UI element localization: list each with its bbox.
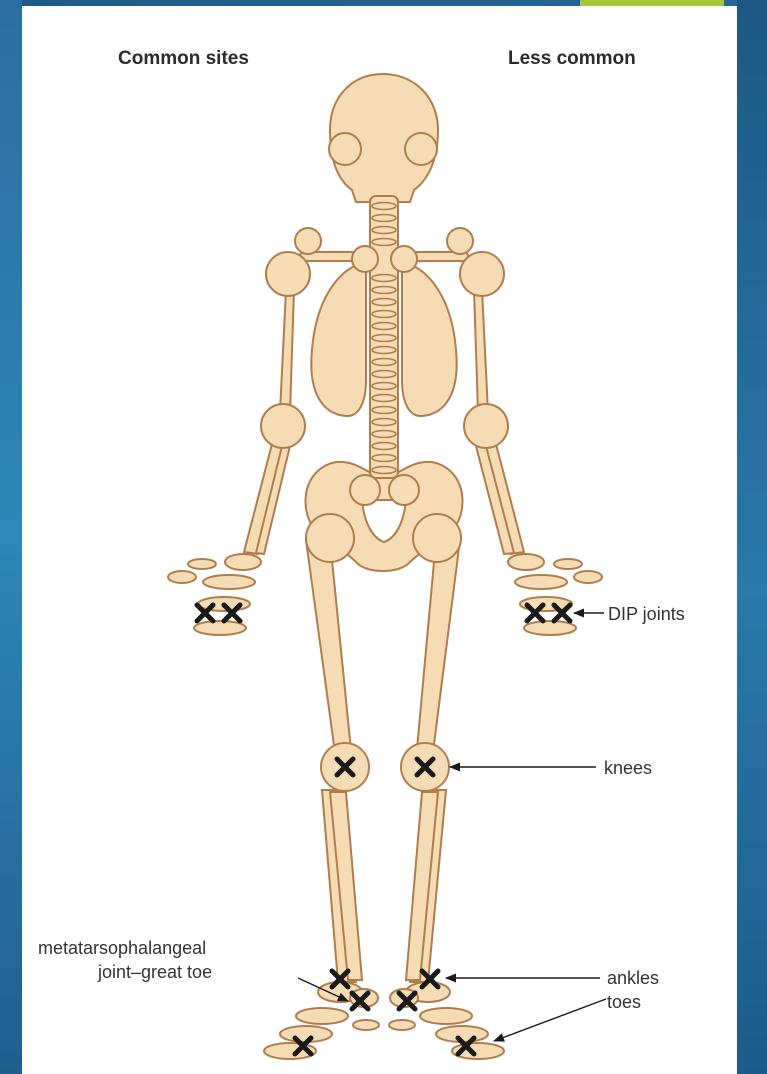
right-hand-bone <box>508 554 544 570</box>
right-elbow <box>464 404 508 448</box>
heading-common-sites: Common sites <box>118 48 249 70</box>
left-shoulder <box>266 252 310 296</box>
right-shoulder-tip <box>447 228 473 254</box>
left-sacroiliac <box>350 475 380 505</box>
left-femur <box>306 540 352 760</box>
left-hand-bone <box>225 554 261 570</box>
left-hand-bone <box>194 621 246 635</box>
left-hip <box>306 514 354 562</box>
left-humerus <box>280 290 294 412</box>
left-hand-bone <box>188 559 216 569</box>
left-lung <box>311 262 366 416</box>
right-hand-bone <box>554 559 582 569</box>
joint-markers <box>197 605 570 1054</box>
left-shoulder-tip <box>295 228 321 254</box>
left-ear <box>329 133 361 165</box>
label-dip-joints: DIP joints <box>608 603 685 625</box>
label-mtp-line2: joint–great toe <box>98 961 212 983</box>
right-hand-bone <box>524 621 576 635</box>
heading-less-common: Less common <box>508 48 636 70</box>
left-elbow <box>261 404 305 448</box>
left-hand-bone <box>203 575 255 589</box>
toes-arrow <box>494 999 606 1041</box>
right-sternoclavicular <box>391 246 417 272</box>
left-foot-bone <box>353 1020 379 1030</box>
left-sternoclavicular <box>352 246 378 272</box>
left-hand-bone <box>168 571 196 583</box>
right-lung <box>402 262 457 416</box>
left-foot-bone <box>296 1008 348 1024</box>
right-shoulder <box>460 252 504 296</box>
right-hand-bone <box>574 571 602 583</box>
right-hand-bone <box>515 575 567 589</box>
label-knees: knees <box>604 757 652 779</box>
label-toes: toes <box>607 991 641 1013</box>
right-foot-bone <box>420 1008 472 1024</box>
right-humerus <box>474 290 488 412</box>
right-sacroiliac <box>389 475 419 505</box>
label-ankles: ankles <box>607 967 659 989</box>
right-ear <box>405 133 437 165</box>
right-foot-bone <box>389 1020 415 1030</box>
right-hip <box>413 514 461 562</box>
right-femur <box>416 540 460 760</box>
label-mtp-line1: metatarsophalangeal <box>38 937 206 959</box>
